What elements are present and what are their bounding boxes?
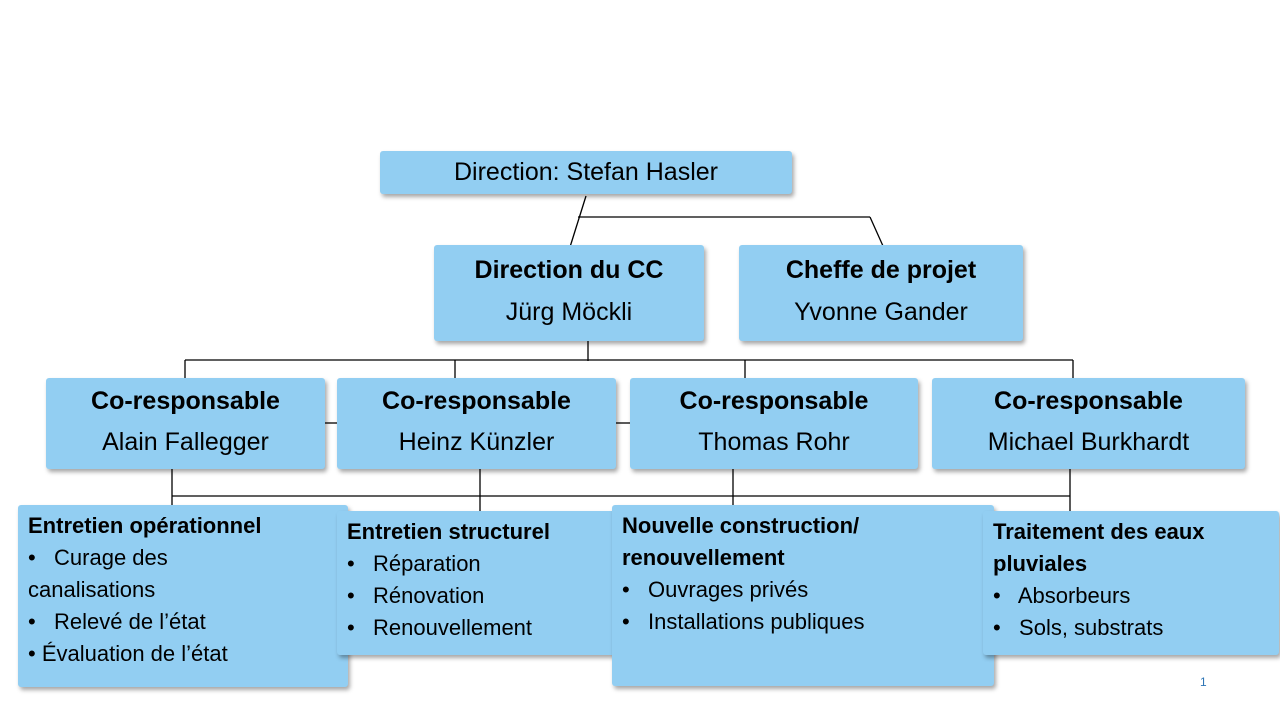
page-number: 1 xyxy=(1200,675,1207,689)
detail-line: • Relevé de l’état xyxy=(28,609,206,634)
org-node-coresp-kunzler: Co-responsable Heinz Künzler xyxy=(337,378,616,469)
detail-title: Traitement des eaux pluviales xyxy=(993,519,1205,576)
org-node-direction: Direction: Stefan Hasler xyxy=(380,151,792,194)
org-node-entretien-structurel: Entretien structurel • Réparation • Réno… xyxy=(337,511,626,655)
detail-line: • Évaluation de l’état xyxy=(28,641,228,666)
org-node-nouvelle-construction: Nouvelle construction/ renouvellement • … xyxy=(612,505,994,686)
detail-line: • Installations publiques xyxy=(622,609,865,634)
org-node-person: Yvonne Gander xyxy=(794,298,968,326)
org-node-title: Co-responsable xyxy=(382,387,571,415)
org-node-person: Alain Fallegger xyxy=(102,428,269,456)
org-node-title: Co-responsable xyxy=(994,387,1183,415)
org-node-cheffe-projet: Cheffe de projet Yvonne Gander xyxy=(739,245,1023,341)
detail-title: Entretien opérationnel xyxy=(28,513,262,538)
org-node-direction-cc: Direction du CC Jürg Möckli xyxy=(434,245,704,341)
org-node-coresp-fallegger: Co-responsable Alain Fallegger xyxy=(46,378,325,469)
detail-line: • Rénovation xyxy=(347,583,485,608)
detail-line: • Absorbeurs xyxy=(993,583,1131,608)
detail-line: • Ouvrages privés xyxy=(622,577,809,602)
detail-line: • Réparation xyxy=(347,551,481,576)
detail-line: canalisations xyxy=(28,577,156,602)
org-node-coresp-burkhardt: Co-responsable Michael Burkhardt xyxy=(932,378,1245,469)
org-node-coresp-rohr: Co-responsable Thomas Rohr xyxy=(630,378,918,469)
org-node-title: Cheffe de projet xyxy=(785,256,977,284)
org-node-title: Co-responsable xyxy=(679,387,869,415)
detail-line: • Sols, substrats xyxy=(993,615,1164,640)
org-node-direction-label: Direction: Stefan Hasler xyxy=(453,158,718,186)
detail-line: • Renouvellement xyxy=(347,615,533,640)
org-node-traitement-eaux: Traitement des eaux pluviales • Absorbeu… xyxy=(983,511,1279,655)
org-node-title: Co-responsable xyxy=(91,387,280,415)
connector-root-to-direction-cc xyxy=(569,195,587,248)
detail-line: • Curage des xyxy=(28,545,168,570)
detail-title: Entretien structurel xyxy=(347,519,550,544)
org-node-entretien-operationnel: Entretien opérationnel • Curage des cana… xyxy=(18,505,348,687)
connector-root-to-cheffe-projet xyxy=(869,216,884,247)
org-node-person: Michael Burkhardt xyxy=(987,428,1190,456)
org-node-person: Jürg Möckli xyxy=(505,298,633,326)
org-node-person: Thomas Rohr xyxy=(698,428,850,456)
org-node-title: Direction du CC xyxy=(474,256,664,284)
detail-title: Nouvelle construction/ renouvellement xyxy=(622,513,860,570)
org-node-person: Heinz Künzler xyxy=(398,428,555,456)
